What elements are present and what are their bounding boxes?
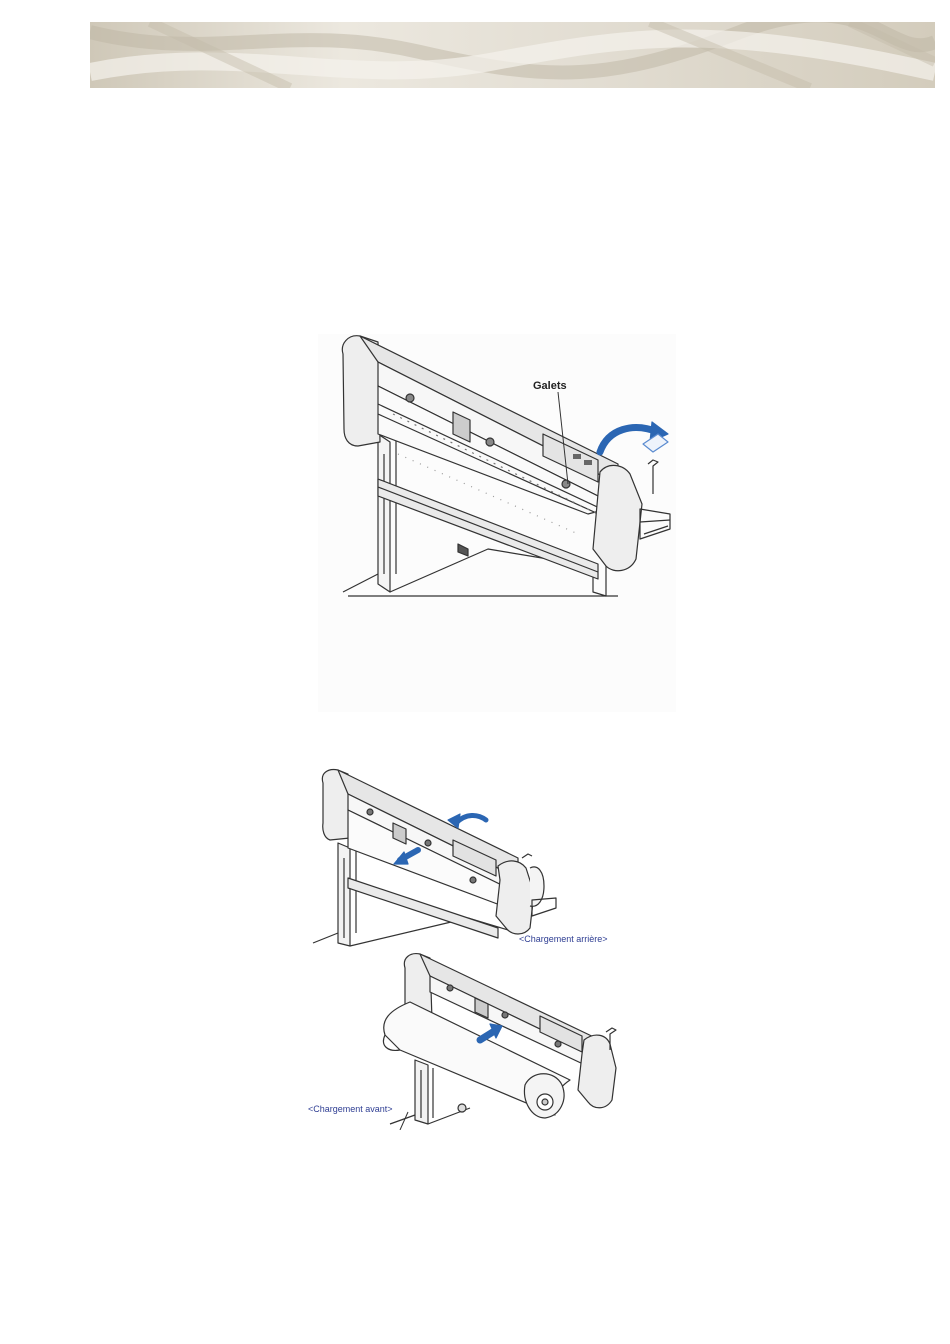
header-banner [90,22,935,88]
label-front-loading: <Chargement avant> [308,1104,393,1114]
figure-pinch-rollers [318,334,676,712]
figure-rear-loading [308,768,628,948]
figure-front-loading [300,940,630,1130]
label-galets: Galets [533,380,567,392]
